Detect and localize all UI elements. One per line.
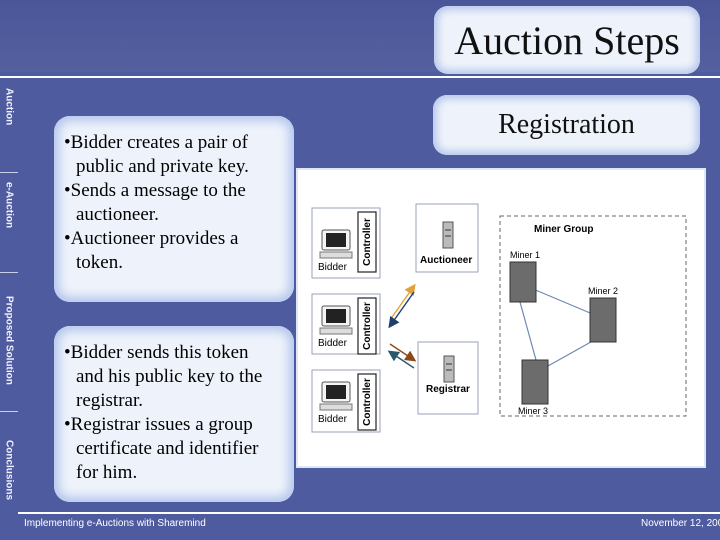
header-divider bbox=[0, 76, 720, 78]
bullet-line: registrar. bbox=[76, 390, 144, 411]
screen-icon bbox=[326, 309, 346, 323]
registration-diagram: Controller Bidder Controller Bidder Cont… bbox=[298, 170, 704, 466]
controller-label: Controller bbox=[362, 302, 373, 350]
sidebar: Auction e-Auction Proposed Solution Conc… bbox=[0, 78, 18, 512]
controller-box bbox=[357, 373, 377, 431]
tab-conclusions-label: Conclusions bbox=[3, 440, 15, 501]
miner1-server-icon bbox=[509, 261, 537, 303]
auctioneer-label: Auctioneer bbox=[420, 255, 472, 266]
arrow-bidder-to-auctioneer bbox=[389, 283, 416, 321]
footer-divider bbox=[18, 512, 720, 514]
subtitle: Registration bbox=[498, 109, 635, 140]
controller-label: Controller bbox=[362, 378, 373, 426]
auctioneer-node: Auctioneer bbox=[415, 203, 479, 273]
controller-box bbox=[357, 297, 377, 355]
sidebar-divider bbox=[0, 172, 18, 173]
bullet-line: public and private key. bbox=[76, 156, 249, 177]
bidder-node-2: Controller Bidder bbox=[311, 293, 381, 355]
miner-group-label: Miner Group bbox=[534, 224, 593, 235]
server-icon bbox=[443, 355, 455, 383]
keyboard-icon bbox=[319, 327, 353, 335]
bidder-label: Bidder bbox=[318, 262, 348, 273]
miner-link bbox=[519, 301, 537, 361]
screen-icon bbox=[326, 233, 346, 247]
controller-box bbox=[357, 211, 377, 273]
miner2-label: Miner 2 bbox=[588, 286, 618, 296]
arrow-bidder-to-registrar bbox=[389, 343, 417, 362]
bullet-line: for him. bbox=[76, 462, 138, 483]
bullet-line: •Sends a message to the bbox=[64, 180, 246, 201]
diagram-svg: Controller Bidder Controller Bidder Cont… bbox=[311, 203, 687, 433]
miner1-label: Miner 1 bbox=[510, 250, 540, 260]
miner-group: Miner Group Miner 1 Miner 2 Miner 3 bbox=[499, 215, 687, 417]
footer-title: Implementing e-Auctions with Sharemind bbox=[24, 518, 206, 529]
bullet-line: •Bidder creates a pair of bbox=[64, 132, 248, 153]
title-box: Auction Steps bbox=[434, 6, 700, 74]
miner-link bbox=[525, 285, 603, 319]
page-title: Auction Steps bbox=[454, 17, 680, 63]
sidebar-divider bbox=[0, 411, 18, 412]
arrow-registrar-to-bidder bbox=[387, 350, 415, 369]
bidder-node-1: Controller Bidder bbox=[311, 207, 381, 279]
tab-conclusions[interactable]: Conclusions bbox=[0, 440, 18, 504]
step-bubble-1: •Bidder creates a pair of public and pri… bbox=[54, 116, 294, 302]
step-bubble-2: •Bidder sends this token and his public … bbox=[54, 326, 294, 502]
bullet-line: auctioneer. bbox=[76, 204, 159, 225]
arrow-auctioneer-to-bidder bbox=[388, 291, 415, 329]
bidder-label: Bidder bbox=[318, 338, 348, 349]
tab-e-auction[interactable]: e-Auction bbox=[0, 182, 18, 262]
keyboard-icon bbox=[319, 251, 353, 259]
bullet-line: •Auctioneer provides a bbox=[64, 228, 239, 249]
tab-proposed-solution[interactable]: Proposed Solution bbox=[0, 296, 18, 396]
server-icon bbox=[442, 221, 454, 249]
sidebar-divider bbox=[0, 272, 18, 273]
bidder-label: Bidder bbox=[318, 414, 348, 425]
keyboard-icon bbox=[319, 403, 353, 411]
tab-e-auction-label: e-Auction bbox=[3, 182, 15, 229]
screen-icon bbox=[326, 385, 346, 399]
controller-label: Controller bbox=[362, 218, 373, 266]
tab-proposed-solution-label: Proposed Solution bbox=[3, 296, 15, 385]
bullet-line: •Bidder sends this token bbox=[64, 342, 249, 363]
bidder-node-3: Controller Bidder bbox=[311, 369, 381, 433]
miner3-label: Miner 3 bbox=[518, 406, 548, 416]
footer: Implementing e-Auctions with Sharemind N… bbox=[0, 512, 720, 540]
footer-date: November 12, 200 bbox=[641, 518, 720, 529]
registrar-node: Registrar bbox=[417, 341, 479, 415]
tab-auction-label: Auction bbox=[3, 88, 15, 126]
tab-auction[interactable]: Auction bbox=[0, 88, 18, 163]
subtitle-box: Registration bbox=[433, 95, 700, 155]
bullet-line: •Registrar issues a group bbox=[64, 414, 253, 435]
bullet-line: token. bbox=[76, 252, 123, 273]
registrar-label: Registrar bbox=[426, 384, 470, 395]
bullet-line: and his public key to the bbox=[76, 366, 263, 387]
miner2-server-icon bbox=[589, 297, 617, 343]
miner3-server-icon bbox=[521, 359, 549, 405]
bullet-line: certificate and identifier bbox=[76, 438, 259, 459]
miner-link bbox=[547, 337, 599, 367]
